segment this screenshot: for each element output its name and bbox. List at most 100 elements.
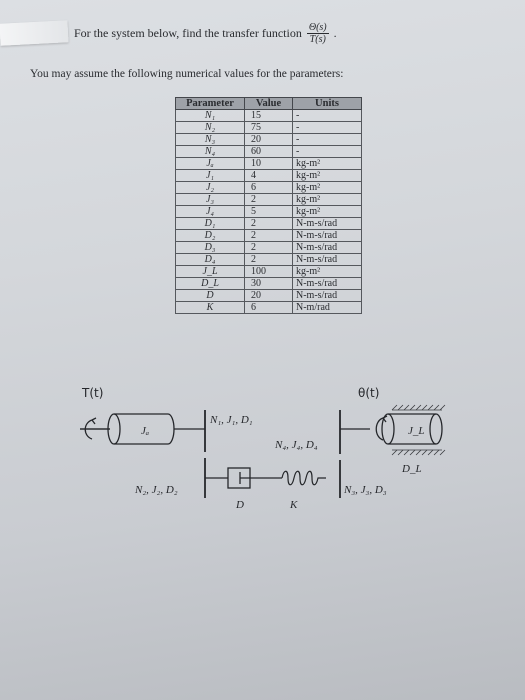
gear1-label: N₁, J₁, D₁ bbox=[209, 414, 253, 426]
value-cell: 10 bbox=[244, 157, 293, 170]
parameter-cell: D_L bbox=[175, 277, 245, 290]
units-cell: N-m-s/rad bbox=[292, 229, 362, 242]
units-cell: kg-m² bbox=[292, 169, 362, 182]
parameter-cell: N₁ bbox=[175, 109, 245, 122]
parameter-cell: N₂ bbox=[175, 121, 245, 134]
units-cell: N-m-s/rad bbox=[292, 277, 362, 290]
value-cell: 5 bbox=[244, 205, 293, 218]
load-bearing-top bbox=[391, 404, 446, 411]
value-cell: 2 bbox=[244, 217, 293, 230]
units-cell: kg-m² bbox=[292, 157, 362, 170]
value-cell: 4 bbox=[244, 169, 293, 182]
load-damping-label: D_L bbox=[401, 463, 422, 475]
parameter-cell: D₁ bbox=[175, 217, 245, 230]
damper-d-label: D bbox=[235, 499, 244, 511]
parameter-cell: D₂ bbox=[175, 229, 245, 242]
output-angle-label: θ(t) bbox=[358, 386, 379, 400]
fraction-denominator: T(s) bbox=[309, 34, 326, 45]
units-cell: - bbox=[292, 145, 362, 158]
units-cell: N-m-s/rad bbox=[292, 253, 362, 266]
parameter-cell: J₁ bbox=[175, 169, 245, 182]
parameter-cell: D bbox=[175, 289, 245, 302]
value-cell: 75 bbox=[244, 121, 293, 134]
header-parameter: Parameter bbox=[175, 97, 245, 110]
header-value: Value bbox=[244, 97, 293, 110]
transfer-function-fraction: Θ(s) T(s) bbox=[306, 22, 329, 45]
parameter-cell: J₄ bbox=[175, 205, 245, 218]
units-cell: N-m/rad bbox=[292, 301, 362, 314]
tape-strip bbox=[0, 20, 69, 46]
value-cell: 2 bbox=[244, 193, 293, 206]
units-cell: N-m-s/rad bbox=[292, 289, 362, 302]
units-cell: N-m-s/rad bbox=[292, 241, 362, 254]
value-cell: 15 bbox=[244, 109, 293, 122]
value-cell: 6 bbox=[244, 181, 293, 194]
value-cell: 100 bbox=[244, 265, 293, 278]
value-cell: 20 bbox=[244, 133, 293, 146]
input-torque-label: T(t) bbox=[81, 386, 103, 400]
inertia-ja-cylinder bbox=[107, 413, 175, 445]
value-cell: 2 bbox=[244, 241, 293, 254]
units-cell: - bbox=[292, 121, 362, 134]
units-cell: kg-m² bbox=[292, 205, 362, 218]
question-line: For the system below, find the transfer … bbox=[74, 22, 337, 45]
parameter-cell: D₄ bbox=[175, 253, 245, 266]
table-header-row: Parameter Value Units bbox=[175, 97, 362, 110]
inertia-ja-label: Jₐ bbox=[141, 425, 149, 437]
units-cell: N-m-s/rad bbox=[292, 217, 362, 230]
value-cell: 20 bbox=[244, 289, 293, 302]
parameter-cell: K bbox=[175, 301, 245, 314]
value-cell: 6 bbox=[244, 301, 293, 314]
gear4-label: N₄, J₄, D₄ bbox=[274, 439, 318, 451]
units-cell: kg-m² bbox=[292, 265, 362, 278]
mechanical-system-diagram: T(t) Jₐ N₁, J₁, D₁ N₂, J₂, D₂ bbox=[80, 386, 446, 511]
parameter-cell: J_L bbox=[175, 265, 245, 278]
value-cell: 2 bbox=[244, 253, 293, 266]
assumption-text: You may assume the following numerical v… bbox=[30, 68, 344, 80]
fraction-numerator: Θ(s) bbox=[306, 22, 329, 34]
units-cell: kg-m² bbox=[292, 181, 362, 194]
header-units: Units bbox=[292, 97, 362, 110]
units-cell: - bbox=[292, 133, 362, 146]
units-cell: - bbox=[292, 109, 362, 122]
parameter-cell: J₃ bbox=[175, 193, 245, 206]
parameter-cell: J₂ bbox=[175, 181, 245, 194]
parameter-cell: N₃ bbox=[175, 133, 245, 146]
gear2-label: N₂, J₂, D₂ bbox=[134, 484, 178, 496]
parameter-cell: N₄ bbox=[175, 145, 245, 158]
value-cell: 60 bbox=[244, 145, 293, 158]
load-inertia-cylinder bbox=[381, 413, 443, 445]
gear3-label: N₃, J₃, D₃ bbox=[343, 484, 387, 496]
units-cell: kg-m² bbox=[292, 193, 362, 206]
value-cell: 2 bbox=[244, 229, 293, 242]
damper-d-icon bbox=[227, 467, 264, 489]
spring-k-label: K bbox=[289, 499, 298, 511]
question-text: For the system below, find the transfer … bbox=[74, 26, 302, 40]
spring-k-icon bbox=[281, 470, 326, 486]
load-bearing-bottom bbox=[391, 449, 446, 456]
parameter-cell: D₃ bbox=[175, 241, 245, 254]
question-suffix: . bbox=[333, 26, 337, 40]
load-inertia-label: J_L bbox=[408, 425, 425, 437]
parameter-cell: Jₐ bbox=[175, 157, 245, 170]
